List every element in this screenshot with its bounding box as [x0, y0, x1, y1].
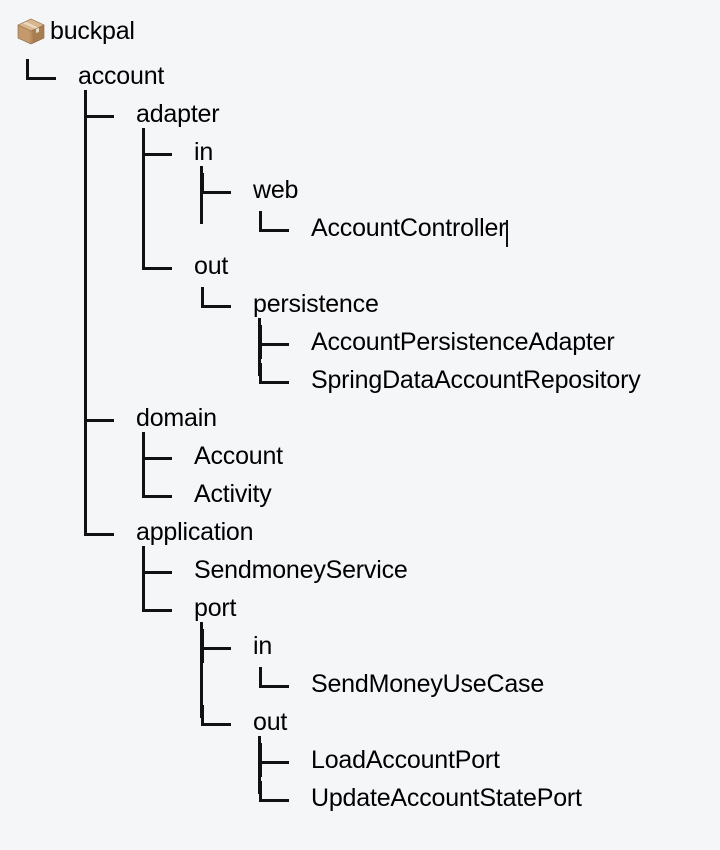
tree-node-label: AccountController	[311, 211, 509, 247]
tree-node-web[interactable]: web	[0, 173, 720, 211]
tree-node-out[interactable]: out	[0, 249, 720, 287]
tree-node-label: port	[194, 594, 237, 622]
tree-node-label: account	[78, 62, 165, 90]
tree-elbow-last-icon	[201, 287, 235, 321]
tree-elbow-last-icon	[26, 59, 60, 93]
tree-branch-tee-icon	[142, 553, 176, 587]
spine-adapter-children	[142, 128, 145, 263]
tree-elbow-last-icon	[259, 781, 293, 815]
tree-node-out2[interactable]: out	[0, 705, 720, 743]
tree-node-account[interactable]: account	[0, 59, 720, 97]
tree-node-label: out	[253, 708, 288, 736]
tree-node-label: SpringDataAccountRepository	[311, 366, 641, 394]
tree-elbow-last-icon	[142, 477, 176, 511]
tree-node-domain[interactable]: domain	[0, 401, 720, 439]
tree-elbow-last-icon	[259, 211, 293, 245]
tree-node-application[interactable]: application	[0, 515, 720, 553]
tree-node-port[interactable]: port	[0, 591, 720, 629]
tree-branch-tee-icon	[201, 629, 235, 663]
tree-branch-tee-icon	[259, 325, 293, 359]
tree-branch-tee-icon	[84, 401, 118, 435]
tree-node-label: UpdateAccountStatePort	[311, 784, 582, 812]
tree-branch-tee-icon	[259, 743, 293, 777]
tree-node-account[interactable]: Account	[0, 439, 720, 477]
tree-elbow-last-icon	[142, 591, 176, 625]
tree-node-label: adapter	[136, 100, 220, 128]
spine-port-children	[200, 622, 203, 718]
tree-node-label: Activity	[194, 480, 272, 508]
tree-node-sendmoneyservice[interactable]: SendmoneyService	[0, 553, 720, 591]
tree-elbow-last-icon	[201, 173, 235, 207]
tree-node-adapter[interactable]: adapter	[0, 97, 720, 135]
tree-node-label: Account	[194, 442, 283, 470]
tree-branch-tee-icon	[84, 97, 118, 131]
root-label: buckpal	[50, 17, 135, 45]
tree-node-springdataaccountrepository[interactable]: SpringDataAccountRepository	[0, 363, 720, 401]
tree-branch-tee-icon	[142, 135, 176, 169]
tree-elbow-last-icon	[142, 249, 176, 283]
tree-elbow-last-icon	[84, 515, 118, 549]
tree-node-label: LoadAccountPort	[311, 746, 500, 774]
tree-node-loadaccountport[interactable]: LoadAccountPort	[0, 743, 720, 781]
tree-node-in[interactable]: in	[0, 135, 720, 173]
tree-node-accountcontroller[interactable]: AccountController	[0, 211, 720, 249]
tree-elbow-last-icon	[201, 705, 235, 739]
tree-node-persistence[interactable]: persistence	[0, 287, 720, 325]
spine-in-children	[200, 166, 203, 224]
tree-node-label: SendmoneyService	[194, 556, 408, 584]
tree-root-node[interactable]: buckpal	[16, 14, 135, 48]
tree-node-label: application	[136, 518, 254, 546]
tree-elbow-last-icon	[259, 667, 293, 701]
tree-node-label: SendMoneyUseCase	[311, 670, 545, 698]
tree-elbow-last-icon	[259, 363, 293, 397]
tree-node-updateaccountstateport[interactable]: UpdateAccountStatePort	[0, 781, 720, 819]
tree-node-label: web	[253, 176, 299, 204]
tree-node-label: domain	[136, 404, 217, 432]
tree-node-label: out	[194, 252, 229, 280]
tree-node-label: persistence	[253, 290, 379, 318]
tree-node-label: in	[194, 138, 214, 166]
package-box-icon	[16, 16, 46, 46]
text-caret	[506, 219, 509, 247]
tree-node-accountpersistenceadapter[interactable]: AccountPersistenceAdapter	[0, 325, 720, 363]
tree-node-label: AccountPersistenceAdapter	[311, 328, 615, 356]
tree-node-label: in	[253, 632, 273, 660]
tree-node-in2[interactable]: in	[0, 629, 720, 667]
tree-branch-tee-icon	[142, 439, 176, 473]
spine-account-children	[84, 90, 87, 531]
tree-node-activity[interactable]: Activity	[0, 477, 720, 515]
tree-node-sendmoneyusecase[interactable]: SendMoneyUseCase	[0, 667, 720, 705]
